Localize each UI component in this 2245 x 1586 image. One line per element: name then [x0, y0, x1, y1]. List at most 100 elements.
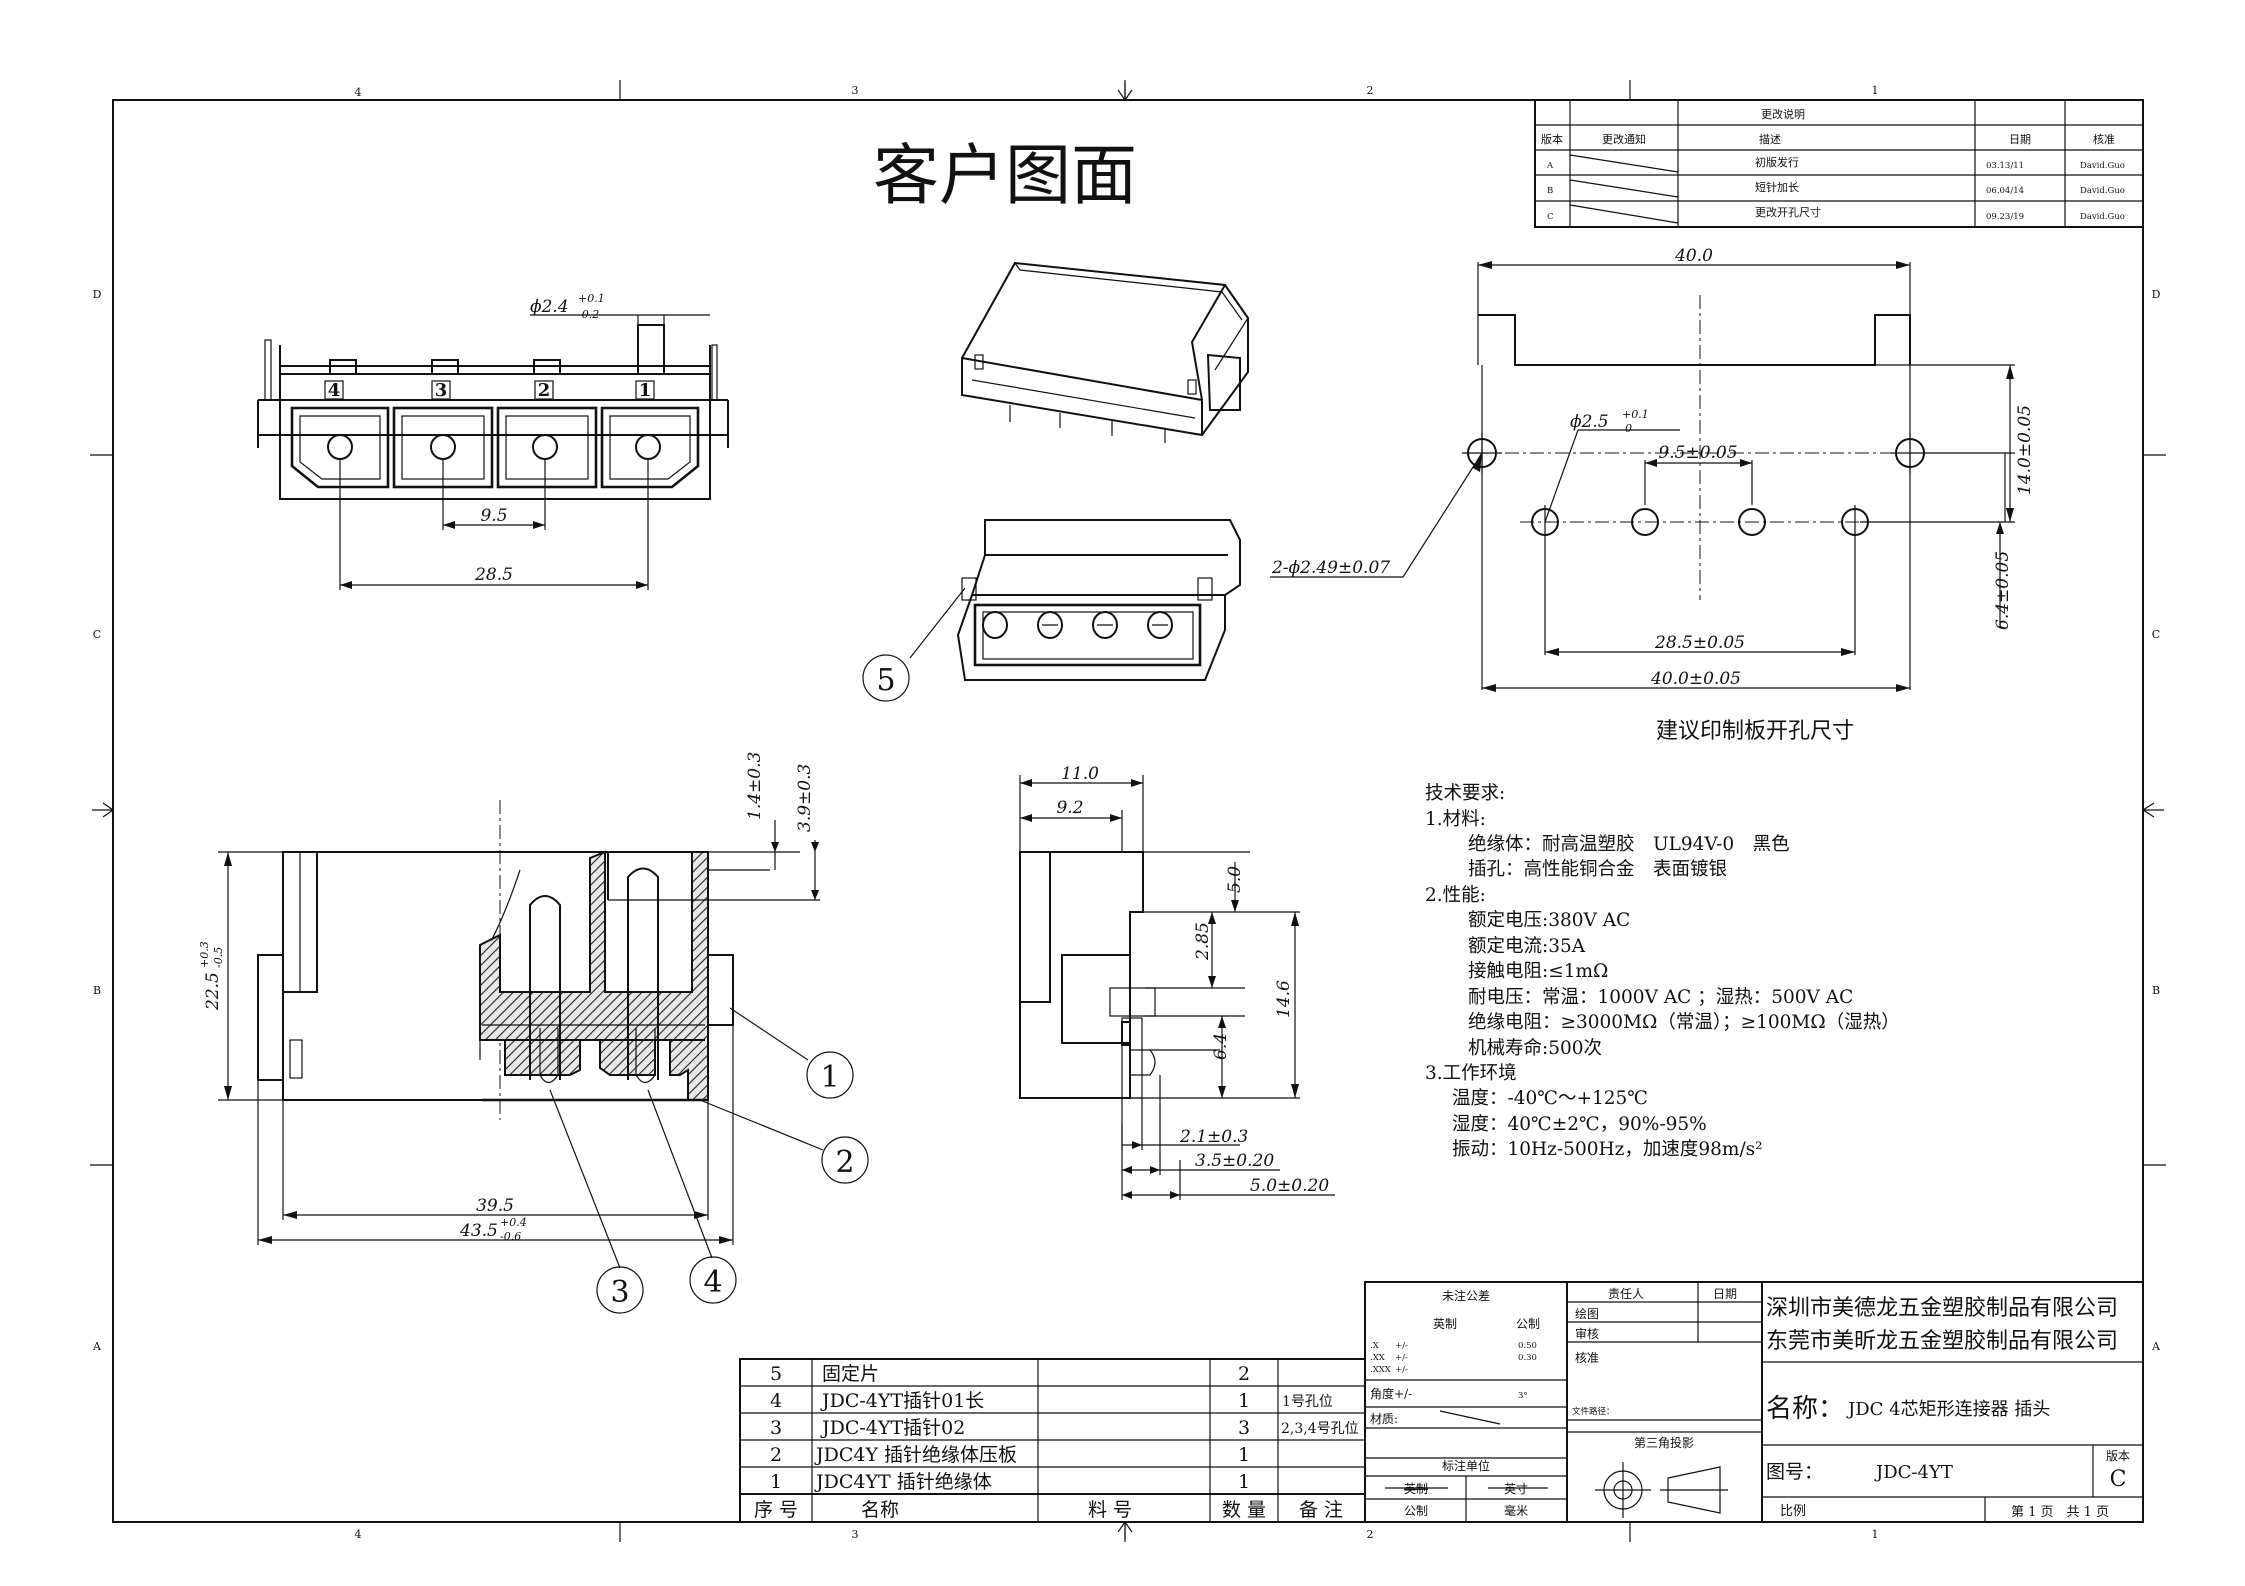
tol-row3-imperial: +/-: [1395, 1365, 1408, 1375]
zone-right-c: C: [2152, 628, 2160, 641]
title-page-label: 第 1 页 共 1 页: [2011, 1505, 2109, 1520]
rev-a-desc: 初版发行: [1755, 155, 1799, 169]
pcb-layout: 40.0 9.5±0.05 ϕ2.5 +0.1 0 2-ϕ2.49±0.07: [1270, 246, 2035, 744]
title-version-value: C: [2110, 1467, 2127, 1492]
company-line-2: 东莞市美昕龙五金塑胶制品有限公司: [1766, 1329, 2118, 1354]
dim-front-pitch: 9.5: [480, 506, 507, 526]
side-dim-3-5: 3.5±0.20: [1195, 1151, 1274, 1171]
callout-4: 4: [647, 1089, 737, 1304]
sheet-frame: [90, 80, 2166, 1542]
bom-row2-qty: 1: [1238, 1444, 1250, 1466]
tol-col-imperial: 英制: [1433, 1317, 1457, 1331]
zone-bottom-1: 1: [1872, 1528, 1879, 1541]
req-line-11: 3.工作环境: [1425, 1063, 1517, 1084]
section-dim-height: 22.5: [203, 972, 223, 1011]
bom-row5-qty: 2: [1238, 1363, 1250, 1385]
section-dim-inner-len: 39.5: [476, 1196, 514, 1216]
side-dim-6-4: 6.4: [1211, 1033, 1231, 1060]
tol-unit-metric: 公制: [1404, 1504, 1428, 1518]
approval-file-path: 文件路径：: [1572, 1406, 1615, 1417]
dim-pin-diameter: ϕ2.4: [530, 297, 569, 317]
req-line-12: 温度：-40℃～+125℃: [1452, 1088, 1648, 1109]
rev-b-approver: David.Guo: [2080, 186, 2125, 196]
tol-col-metric: 公制: [1516, 1317, 1540, 1331]
bom-row1-qty: 1: [1238, 1471, 1250, 1493]
pcb-caption: 建议印制板开孔尺寸: [1656, 719, 1854, 744]
rev-b-version: B: [1547, 186, 1553, 196]
rev-c-date: 09.23/19: [1986, 212, 2024, 222]
revision-header: 更改说明: [1761, 107, 1805, 121]
zone-bottom-3: 3: [852, 1528, 859, 1541]
req-line-13: 湿度：40℃±2℃，90%-95%: [1452, 1114, 1707, 1135]
side-dim-14-6: 14.6: [1274, 980, 1294, 1018]
bom-table: 5 固定片 2 4 JDC-4YT插针01长 1 1号孔位 3 JDC-4YT插…: [739, 1358, 1366, 1523]
bom-row3-no: 3: [770, 1417, 782, 1439]
title-name-label: 名称：: [1766, 1394, 1844, 1424]
section-dim-total-len: 43.5: [459, 1221, 498, 1241]
rev-col-date: 日期: [2009, 133, 2031, 146]
tol-unit-imperial: 英制: [1404, 1482, 1428, 1496]
section-dim-height-tol-upper: +0.3: [198, 941, 211, 968]
section-dim-total-len-tol-lower: -0.6: [500, 1230, 521, 1243]
iso-view-top: [961, 261, 1249, 443]
approval-row-review: 审核: [1575, 1326, 1599, 1341]
rev-a-version: A: [1546, 161, 1554, 171]
projection-label: 第三角投影: [1634, 1435, 1694, 1450]
bom-header-name: 名称: [861, 1499, 899, 1521]
pin-number-3: 3: [435, 380, 448, 401]
dim-pin-diameter-tol-upper: +0.1: [578, 292, 605, 305]
zone-top-3: 3: [852, 84, 859, 97]
pcb-dim-width: 40.0: [1674, 246, 1713, 266]
req-line-5: 额定电压:380V AC: [1468, 910, 1630, 931]
tol-row1-imperial: +/-: [1395, 1341, 1408, 1351]
tol-title: 未注公差: [1442, 1288, 1490, 1303]
pcb-dim-offset: 6.4±0.05: [1993, 551, 2013, 630]
req-line-14: 振动：10Hz-500Hz，加速度98m/s²: [1452, 1139, 1763, 1160]
zone-labels: 4 3 2 1 4 3 2 1 D C B A D C B A: [92, 84, 2161, 1541]
rev-col-notice: 更改通知: [1602, 132, 1646, 146]
pcb-dim-total-span: 40.0±0.05: [1650, 669, 1741, 689]
rev-b-desc: 短针加长: [1755, 180, 1799, 194]
tol-row2-imperial: +/-: [1395, 1353, 1408, 1363]
title-name-value: JDC 4芯矩形连接器 插头: [1846, 1399, 2050, 1420]
rev-col-approver: 核准: [2093, 132, 2115, 146]
bom-row4-no: 4: [770, 1390, 782, 1412]
section-dim-top-b: 3.9±0.3: [795, 764, 815, 832]
callout-2-label: 2: [835, 1145, 854, 1180]
zone-right-a: A: [2151, 1340, 2161, 1353]
bom-row3-name: JDC-4YT插针02: [820, 1417, 965, 1439]
zone-top-1: 1: [1872, 84, 1879, 97]
callout-1: 1: [729, 1007, 854, 1099]
callout-5-label: 5: [876, 663, 895, 698]
front-view: 4 3 2 1 ϕ2.4 +0.1 -0.2 9.5 28.5: [257, 292, 729, 590]
bom-row3-note: 2,3,4号孔位: [1281, 1421, 1359, 1437]
tol-unit-title: 标注单位: [1442, 1458, 1490, 1473]
dim-pin-diameter-tol-lower: -0.2: [578, 308, 599, 321]
approval-row-approve: 核准: [1575, 1351, 1599, 1365]
rev-c-version: C: [1547, 212, 1554, 222]
approval-col-responsible: 责任人: [1608, 1287, 1644, 1301]
req-line-7: 接触电阻:≤1mΩ: [1468, 961, 1608, 982]
bom-row4-note: 1号孔位: [1282, 1394, 1333, 1410]
rev-c-desc: 更改开孔尺寸: [1755, 205, 1821, 219]
company-line-1: 深圳市美德龙五金塑胶制品有限公司: [1766, 1296, 2118, 1321]
drawing-title: 客户图面: [873, 137, 1137, 214]
rev-col-desc: 描述: [1759, 132, 1781, 146]
rev-c-approver: David.Guo: [2080, 212, 2125, 222]
zone-bottom-2: 2: [1367, 1528, 1374, 1541]
req-line-6: 额定电流:35A: [1468, 936, 1586, 957]
req-line-9: 绝缘电阻：≥3000MΩ（常温）；≥100MΩ（湿热）: [1468, 1012, 1900, 1033]
zone-right-d: D: [2152, 288, 2161, 301]
req-line-8: 耐电压：常温：1000V AC ；湿热：500V AC: [1468, 987, 1853, 1008]
tol-angle-label: 角度+/-: [1370, 1386, 1412, 1401]
tolerance-block: 未注公差 英制 公制 .X +/- 0.50 .XX +/- 0.30 .XXX…: [1364, 1281, 1568, 1523]
req-line-0: 技术要求:: [1425, 783, 1505, 804]
pin-number-1: 1: [639, 380, 652, 401]
side-dim-11: 11.0: [1061, 764, 1099, 784]
pin-number-4: 4: [328, 380, 341, 401]
third-angle-projection-icon: [1595, 1462, 1728, 1518]
section-view: 1.4±0.3 3.9±0.3 22.5 +0.3 -0.5 39.5 43.5…: [198, 752, 820, 1245]
section-dim-height-tol-lower: -0.5: [212, 947, 225, 968]
dim-front-span: 28.5: [474, 565, 513, 585]
zone-bottom-4: 4: [355, 1528, 362, 1541]
